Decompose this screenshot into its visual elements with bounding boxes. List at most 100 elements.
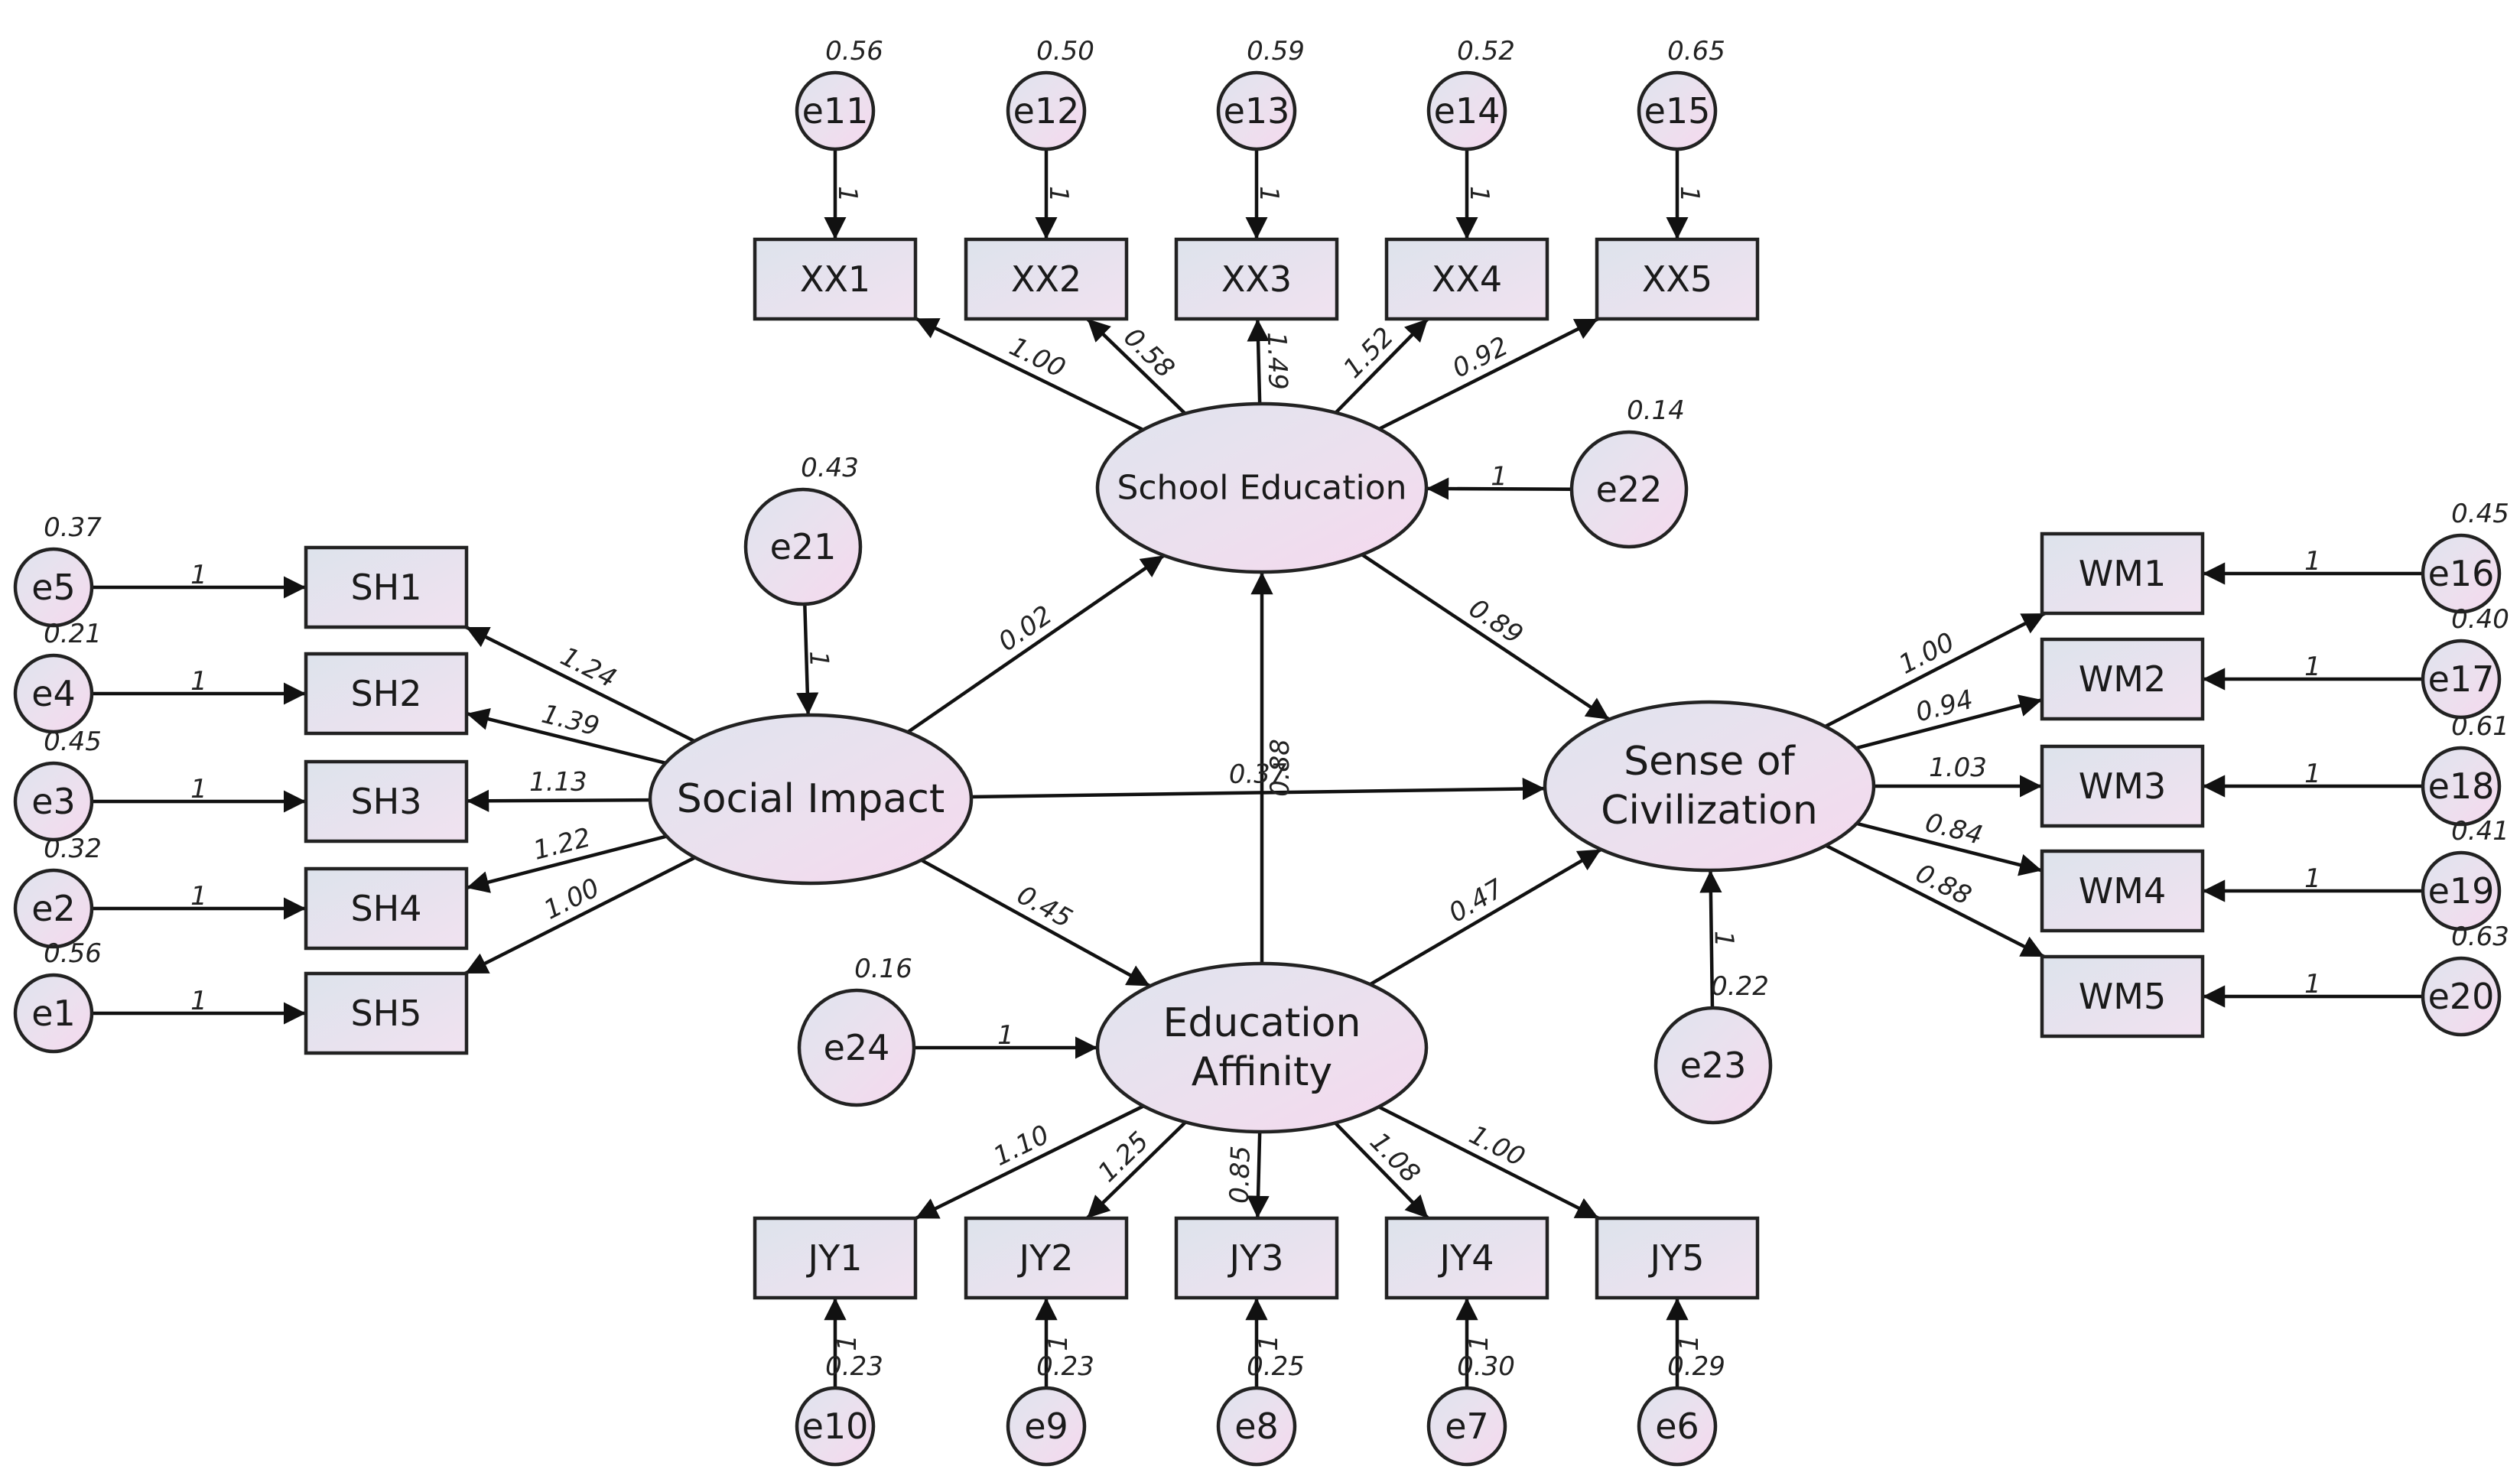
error-e17	[2421, 639, 2502, 720]
variance-label: 0.59	[1247, 36, 1305, 67]
path-SC-to-WM5	[1825, 844, 2045, 959]
latent-se	[1095, 401, 1429, 574]
path-SC-to-WM2	[1855, 694, 2043, 750]
path-e21-to-SI	[796, 603, 819, 716]
error-e24	[797, 988, 916, 1107]
latent-label: Social Impact	[677, 776, 945, 822]
variance-label: 0.43	[801, 453, 859, 483]
latent-sc	[1543, 700, 1876, 873]
coefficient-label: 1	[2304, 969, 2321, 1000]
observed-jy2	[964, 1216, 1129, 1300]
observed-jy1	[753, 1216, 918, 1300]
observed-wm1	[2040, 531, 2205, 616]
observed-jy3	[1174, 1216, 1339, 1300]
coefficient-label: 1	[997, 1020, 1014, 1051]
coefficient-label: 0.84	[1922, 808, 1985, 851]
path-SE-to-XX2	[1086, 317, 1187, 415]
edges-layer	[92, 149, 2423, 1388]
error-label: e23	[1680, 1045, 1747, 1086]
observed-label: SH2	[350, 673, 421, 714]
coefficient-label: 1.52	[1338, 322, 1400, 385]
error-e16	[2421, 533, 2502, 614]
path-SE-to-XX3	[1247, 318, 1270, 405]
variance-label: 0.32	[44, 834, 102, 864]
coefficient-label: 1.00	[1005, 331, 1071, 384]
coefficient-label: 1.08	[1364, 1126, 1426, 1189]
error-e19	[2421, 850, 2502, 931]
observed-label: XX5	[1642, 258, 1712, 300]
observed-label: JY3	[1227, 1237, 1284, 1279]
error-e10	[795, 1386, 876, 1467]
observed-wm5	[2040, 954, 2205, 1039]
variance-label: 0.45	[44, 726, 102, 757]
variance-label: 0.40	[2451, 604, 2509, 635]
coefficient-label: 1	[2304, 652, 2321, 682]
error-label: e24	[824, 1027, 890, 1068]
variance-label: 0.22	[1711, 971, 1769, 1002]
coefficient-label: 0.85	[1224, 1146, 1257, 1204]
error-e12	[1006, 70, 1087, 151]
variance-label: 0.65	[1667, 36, 1725, 67]
error-e23	[1653, 1006, 1773, 1125]
path-EA-to-JY4	[1334, 1121, 1429, 1220]
latent-label: Civilization	[1601, 788, 1818, 834]
error-label: e15	[1644, 90, 1711, 132]
observed-label: WM4	[2079, 870, 2166, 912]
coefficient-label: 1	[832, 1334, 863, 1351]
variance-label: 0.45	[2451, 499, 2509, 529]
observed-xx4	[1384, 237, 1549, 321]
error-label: e16	[2428, 553, 2495, 594]
path-SI-to-SC	[971, 777, 1546, 801]
variance-label: 0.56	[44, 938, 102, 969]
error-label: e8	[1234, 1406, 1279, 1447]
coefficient-label: 1	[1674, 1334, 1705, 1351]
latent-label: School Education	[1117, 469, 1406, 508]
error-label: e13	[1224, 90, 1290, 132]
error-label: e5	[31, 567, 76, 608]
coefficient-label: 0.58	[1117, 322, 1180, 384]
variance-label: 0.23	[825, 1351, 883, 1382]
error-label: e6	[1655, 1406, 1699, 1447]
path-SE-to-XX4	[1334, 317, 1429, 414]
observed-wm2	[2040, 637, 2205, 721]
coefficient-label: 1	[2304, 546, 2321, 577]
observed-label: WM3	[2079, 766, 2166, 807]
coefficient-label: 1	[1043, 186, 1074, 203]
error-e20	[2421, 956, 2502, 1037]
observed-label: SH3	[350, 781, 421, 822]
coefficient-label: 1	[1043, 1334, 1074, 1351]
observed-label: SH4	[350, 888, 421, 929]
error-e9	[1006, 1386, 1087, 1467]
variance-label: 0.52	[1457, 36, 1515, 67]
path-EA-to-SC	[1369, 847, 1602, 987]
observed-sh5	[304, 971, 469, 1055]
coefficient-label: 1	[1464, 186, 1494, 203]
variance-label: 0.61	[2451, 711, 2509, 742]
coefficient-label: 1	[1253, 186, 1284, 203]
path-SI-to-SH3	[466, 789, 651, 812]
nodes-layer	[13, 70, 2502, 1467]
coefficient-label: 1.39	[538, 699, 602, 743]
variance-label: 0.56	[825, 36, 883, 67]
path-SE-to-XX5	[1378, 317, 1599, 431]
observed-label: JY4	[1438, 1237, 1494, 1279]
observed-label: SH5	[350, 993, 421, 1034]
latent-si	[648, 713, 974, 886]
variance-label: 0.50	[1036, 36, 1094, 67]
observed-label: WM5	[2079, 976, 2166, 1017]
coefficient-label: 1	[1709, 931, 1739, 948]
coefficient-label: 1	[803, 651, 834, 668]
coefficient-label: 1.25	[1092, 1126, 1155, 1188]
observed-label: WM1	[2079, 553, 2166, 594]
path-SI-to-SE	[906, 554, 1166, 734]
error-label: e10	[802, 1406, 869, 1447]
coefficient-label: 1	[2304, 863, 2321, 894]
path-SI-to-SH2	[466, 707, 666, 766]
observed-label: SH1	[350, 567, 421, 608]
observed-label: XX1	[800, 258, 870, 300]
observed-jy5	[1595, 1216, 1760, 1300]
coefficient-label: 1.13	[529, 767, 587, 798]
error-label: e7	[1445, 1406, 1489, 1447]
path-SC-to-WM1	[1824, 611, 2047, 728]
observed-wm4	[2040, 849, 2205, 933]
